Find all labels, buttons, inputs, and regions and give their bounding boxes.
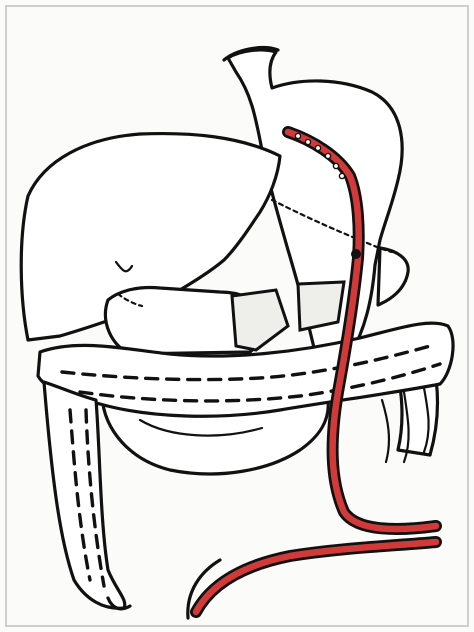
pancreas-tail — [298, 282, 344, 330]
artery-ligation-point — [351, 249, 361, 259]
mesentery-strand-1 — [382, 400, 389, 462]
pancreas-segment — [232, 290, 288, 350]
spleen-tissue — [378, 248, 408, 305]
